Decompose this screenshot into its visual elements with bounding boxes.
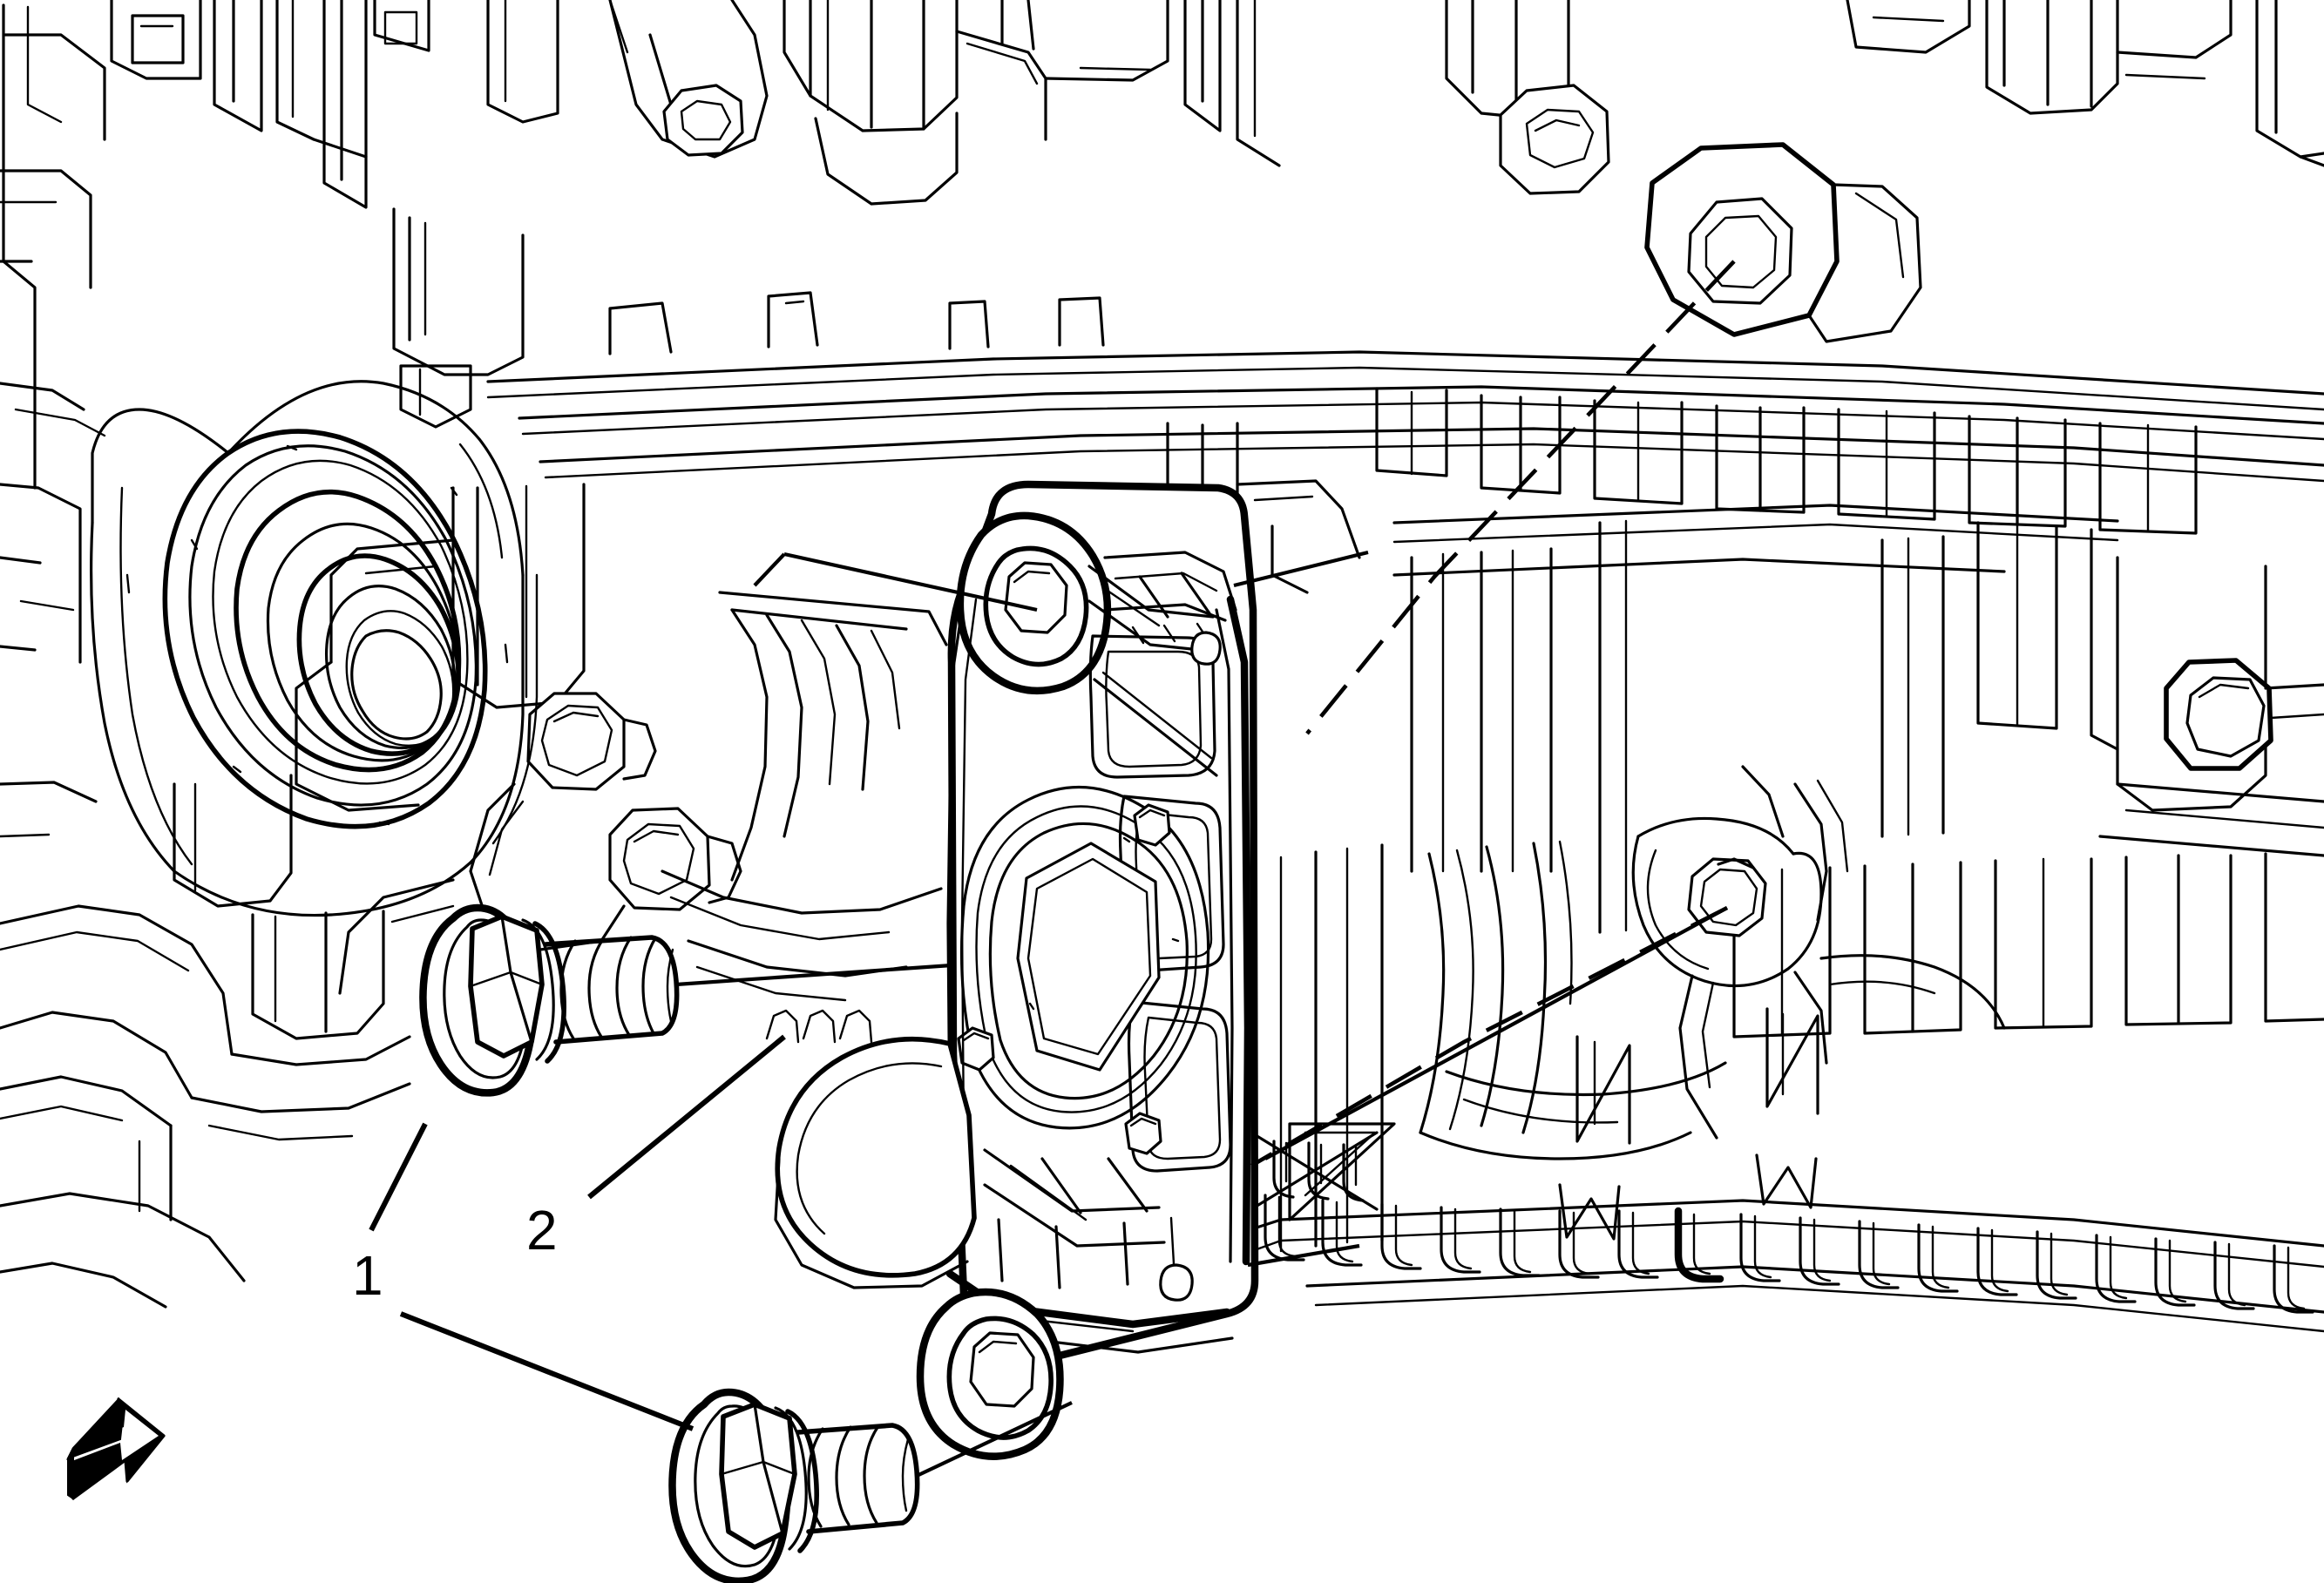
pan-rib-tabs <box>1264 1194 2314 1314</box>
callout-number-2: 2 <box>526 1199 558 1262</box>
bracket-shoulder-alignment-line <box>1233 550 1369 588</box>
bracket-bolt-lower <box>668 1388 920 1583</box>
bracket-foot-alignment-line <box>1247 1243 1360 1268</box>
leader-1-upper-bolt <box>369 1122 428 1232</box>
leader-1-lower-bolt <box>399 1311 694 1431</box>
callout-leader-lines <box>369 260 1736 1478</box>
engine-block <box>0 0 2324 1333</box>
crankshaft-seal-bore <box>90 364 539 917</box>
assembly-leader-upper-right <box>1305 260 1736 735</box>
bolt-upper-alignment-line <box>675 963 952 987</box>
leader-2-bracket <box>587 1034 786 1200</box>
bracket-upper-boss-alignment-line <box>783 551 1038 612</box>
assembly-leader-mid-right <box>1250 905 1729 1167</box>
mount-bracket <box>774 480 1259 1460</box>
bolt-lower-alignment-line <box>916 1401 1073 1478</box>
callout-number-1: 1 <box>352 1244 383 1307</box>
bracket-bolt-upper <box>419 903 680 1097</box>
orientation-arrow <box>65 1397 166 1500</box>
